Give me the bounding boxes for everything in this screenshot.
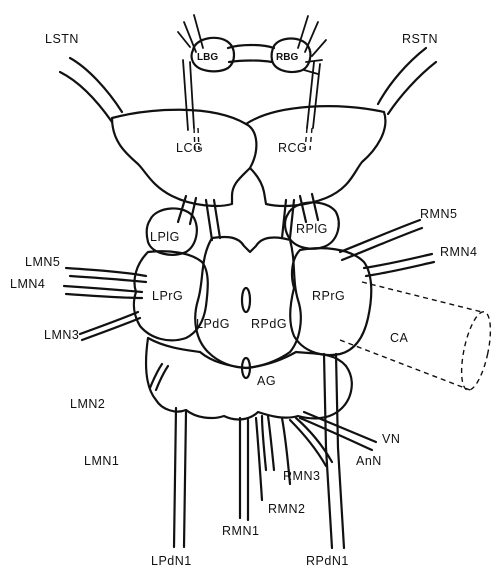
lpdn1-label: LPdN1 bbox=[151, 554, 192, 568]
cannula: CA bbox=[340, 282, 493, 393]
lmn2-label: LMN2 bbox=[70, 397, 105, 411]
left-connective bbox=[183, 60, 194, 130]
vn-label: VN bbox=[382, 432, 400, 446]
abdominal-ganglion: AG bbox=[146, 338, 352, 419]
rmn4-label: RMN4 bbox=[440, 245, 477, 259]
rcg-label: RCG bbox=[278, 141, 307, 155]
lbg-label: LBG bbox=[197, 52, 218, 63]
rpdn1-label: RPdN1 bbox=[306, 554, 349, 568]
rstn-nerve bbox=[378, 48, 436, 114]
rprg-label: RPrG bbox=[312, 289, 345, 303]
lmn5-label: LMN5 bbox=[25, 255, 60, 269]
lpdg-label: LPdG bbox=[196, 317, 230, 331]
lstn-label: LSTN bbox=[45, 32, 79, 46]
lcg-label: LCG bbox=[176, 141, 203, 155]
lmn1-label: LMN1 bbox=[84, 454, 119, 468]
ca-label: CA bbox=[390, 331, 409, 345]
rmn3-label: RMN3 bbox=[283, 469, 320, 483]
rmn5-label: RMN5 bbox=[420, 207, 457, 221]
rmn1-label: RMN1 bbox=[222, 524, 259, 538]
rstn-label: RSTN bbox=[402, 32, 438, 46]
lprg-label: LPrG bbox=[152, 289, 183, 303]
rmn2-label: RMN2 bbox=[268, 502, 305, 516]
lplg-label: LPlG bbox=[150, 230, 180, 244]
rcg-shape bbox=[246, 106, 385, 206]
ag-shape bbox=[146, 338, 352, 419]
pedal-commissure-upper bbox=[242, 288, 250, 312]
lstn-nerve bbox=[60, 58, 122, 122]
rplg-label: RPlG bbox=[296, 222, 328, 236]
lmn3-label: LMN3 bbox=[44, 328, 79, 342]
pedal-mass bbox=[195, 237, 301, 368]
rbg-label: RBG bbox=[276, 52, 298, 63]
right-ganglia: RPlG RPrG bbox=[285, 202, 371, 355]
cerebral-ganglia: LCG RCG LSTN RSTN bbox=[45, 32, 438, 206]
lcg-shape bbox=[112, 110, 256, 206]
ag-label: AG bbox=[257, 374, 276, 388]
lmn4-label: LMN4 bbox=[10, 277, 45, 291]
cannula-end bbox=[456, 309, 493, 392]
rpdg-label: RPdG bbox=[251, 317, 287, 331]
ann-label: AnN bbox=[356, 454, 382, 468]
